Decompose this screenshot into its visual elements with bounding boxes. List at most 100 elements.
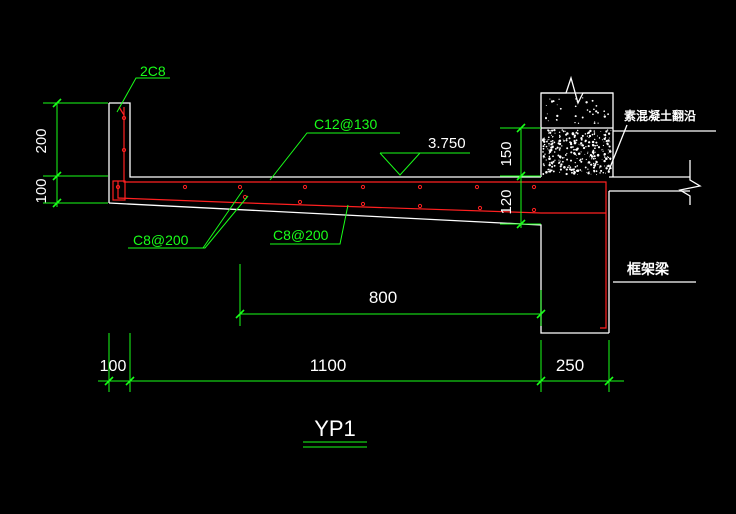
hatch-dot [547, 120, 549, 122]
hatch-dot [547, 171, 550, 173]
hatch-dot [547, 148, 549, 150]
hatch-dot [606, 142, 609, 145]
hatch-dot [563, 166, 566, 169]
rebar-upstand [123, 107, 607, 329]
hatch-dot [573, 139, 575, 141]
hatch-dot [593, 133, 596, 135]
dimension-tick [52, 171, 62, 181]
hatch-dot [552, 100, 555, 103]
hatch-dot [597, 146, 601, 149]
hatch-dot [573, 170, 576, 173]
hatch-dot [586, 171, 588, 173]
hatch-dot [563, 140, 565, 142]
hatch-dot [551, 140, 554, 142]
hatch-dot [545, 171, 548, 174]
dimension-tick [516, 219, 526, 229]
hatch-dot [593, 108, 595, 111]
hatch-dot [573, 141, 577, 145]
hatch-dot [551, 142, 554, 145]
hatch-dot [576, 100, 580, 103]
hatch-dot [549, 162, 551, 164]
hatch-dot [596, 174, 597, 176]
hatch-dot [559, 171, 561, 173]
hatch-dot [570, 159, 572, 162]
hatch-dot [592, 113, 594, 116]
hatch-dot [551, 129, 554, 132]
hatch-dot [547, 136, 550, 139]
dimension-tick [604, 376, 614, 386]
hatch-dot [568, 137, 571, 140]
hatch-dot [603, 137, 606, 141]
hatch-dot [595, 164, 597, 166]
hatch-dot [558, 142, 562, 146]
hatch-dot [592, 157, 595, 160]
hatch-dot [549, 131, 552, 134]
hatch-dot [552, 135, 554, 138]
hatch-dot [548, 150, 552, 154]
hatch-dot [553, 128, 556, 132]
dim-800: 800 [369, 288, 397, 307]
hatch-dot [546, 140, 548, 143]
hatch-dot [607, 156, 610, 159]
hatch-dot [562, 138, 564, 140]
hatch-dot [549, 168, 551, 170]
hatch-dot [576, 132, 579, 135]
hatch-dot [559, 107, 562, 110]
hatch-dot [570, 151, 573, 154]
hatch-dot [574, 105, 577, 108]
concrete-curb [540, 92, 614, 177]
rebar-dot [531, 207, 537, 213]
hatch-dot [609, 159, 611, 161]
hatch-dot [568, 168, 572, 171]
hatch-dot [602, 144, 605, 147]
hatch-dot [548, 157, 551, 160]
hatch-dot [601, 149, 603, 151]
hatch-dot [602, 148, 604, 150]
hatch-dot [566, 158, 569, 161]
hatch-dot [551, 163, 554, 165]
hatch-dot [547, 168, 550, 171]
hatch-dot [603, 159, 606, 163]
hatch-dot [604, 114, 605, 115]
hatch-dot [574, 115, 577, 118]
hatch-dot [588, 171, 590, 173]
hatch-dot [579, 159, 581, 162]
hatch-dot [576, 147, 579, 150]
hatch-dot [603, 115, 606, 118]
dim-150: 150 [498, 141, 515, 166]
hatch-dot [601, 158, 603, 160]
hatch-dot [574, 161, 576, 164]
hatch-dot [575, 139, 578, 142]
hatch-dot [568, 165, 570, 167]
hatch-dot [550, 140, 552, 143]
rebar-dot [360, 184, 366, 190]
hatch-dot [587, 168, 589, 170]
hatch-dot [569, 166, 572, 168]
note-concrete-curb: 素混凝土翻沿 [624, 108, 696, 123]
dimension-tick [235, 309, 245, 319]
hatch-dot [576, 165, 579, 167]
hatch-dot [560, 160, 562, 162]
hatch-dot [552, 170, 555, 173]
hatch-dot [594, 147, 596, 150]
hatch-dot [544, 138, 546, 141]
rebar-dot [237, 184, 243, 190]
hatch-dot [587, 161, 591, 164]
hatch-dot [542, 163, 545, 165]
hatch-dot [607, 170, 610, 173]
hatch-dot [574, 165, 577, 168]
hatch-dot [609, 141, 611, 143]
hatch-dot [567, 133, 569, 135]
hatch-dot [548, 155, 551, 158]
hatch-dot [570, 146, 573, 149]
hatch-dot [571, 171, 573, 174]
hatch-dot [604, 134, 607, 137]
hatch-dot [586, 135, 589, 137]
hatch-dot [542, 151, 544, 153]
hatch-dot [573, 168, 575, 170]
hatch-dot [542, 157, 544, 159]
hatch-dot [543, 143, 546, 146]
hatch-dot [595, 160, 598, 164]
hatch-dot [592, 166, 596, 169]
hatch-dot [553, 164, 556, 167]
